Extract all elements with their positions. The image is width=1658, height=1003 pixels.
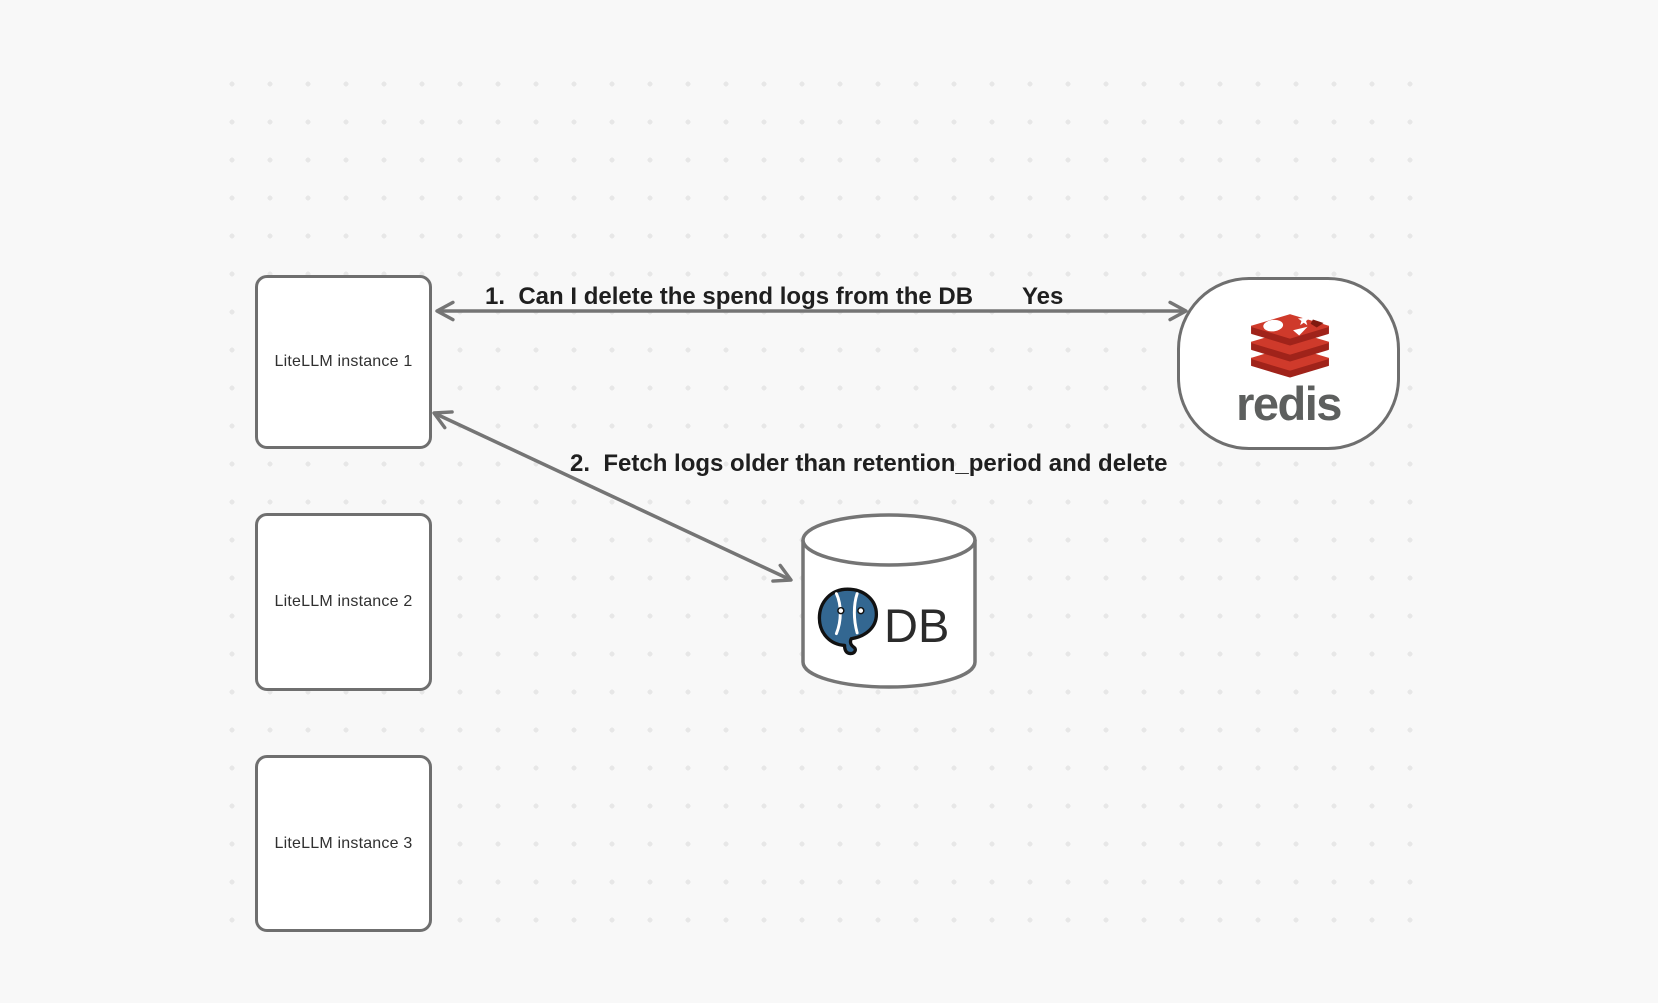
node-litellm-instance-1[interactable]: LiteLLM instance 1	[255, 275, 432, 449]
postgresql-elephant-icon	[817, 587, 879, 656]
node-litellm-instance-2[interactable]: LiteLLM instance 2	[255, 513, 432, 691]
node-database[interactable]: DB	[798, 512, 980, 690]
redis-wordmark: redis	[1236, 377, 1342, 430]
edge-yes-label[interactable]: Yes	[1022, 283, 1064, 310]
node-litellm-instance-3-label: LiteLLM instance 3	[274, 834, 413, 852]
redis-logo-icon	[1251, 314, 1329, 378]
node-redis[interactable]: redis	[1177, 277, 1400, 450]
node-litellm-instance-3[interactable]: LiteLLM instance 3	[255, 755, 432, 932]
edge-can-delete-label[interactable]: 1. Can I delete the spend logs from the …	[485, 283, 974, 310]
node-litellm-instance-1-label: LiteLLM instance 1	[274, 353, 413, 370]
database-label: DB	[884, 599, 950, 652]
node-litellm-instance-2-label: LiteLLM instance 2	[274, 593, 413, 610]
edge-fetch-logs-label[interactable]: 2. Fetch logs older than retention_perio…	[570, 450, 1168, 477]
edge-fetch-logs-arrow[interactable]	[432, 410, 793, 583]
